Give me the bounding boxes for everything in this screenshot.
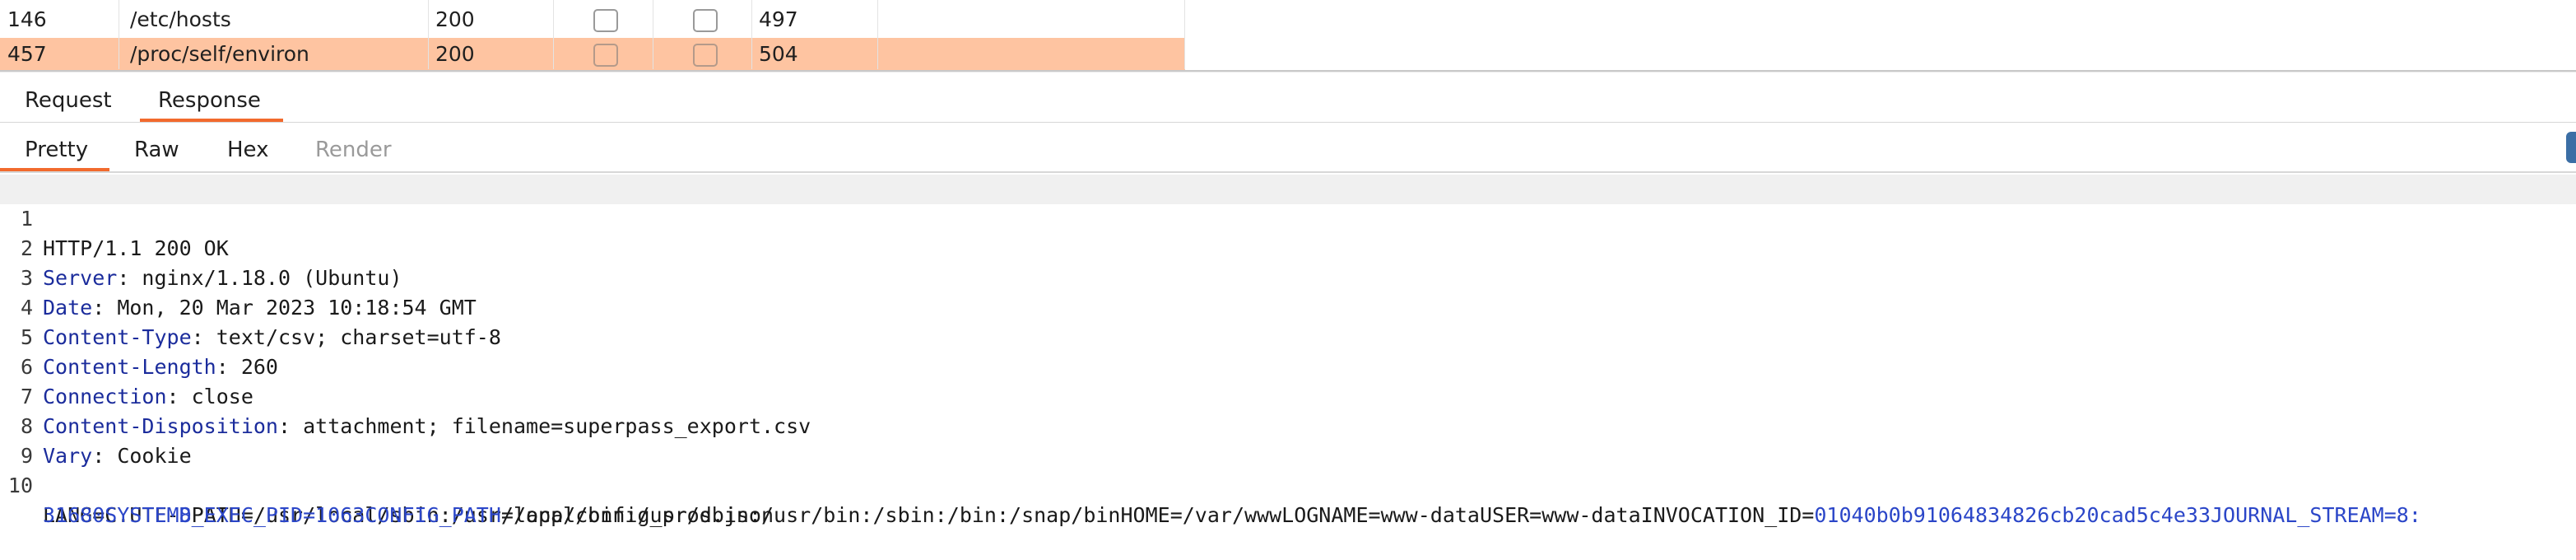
editor-line: 5 Content-Length: 260	[0, 293, 2576, 379]
body-text: =/app/config_prod.json	[500, 503, 774, 527]
header-name: Content-Disposition	[43, 414, 278, 438]
editor-line: 8 Vary: Cookie	[0, 382, 2576, 468]
header-separator: :	[92, 296, 118, 320]
tab-pretty[interactable]: Pretty	[25, 138, 89, 162]
view-tabs-separator	[0, 171, 2576, 173]
header-separator: :	[216, 355, 241, 379]
tab-response[interactable]: Response	[158, 88, 261, 113]
tab-render[interactable]: Render	[315, 138, 392, 162]
row-payload: /etc/hosts	[130, 7, 231, 31]
tab-pretty-underline	[0, 168, 109, 171]
line-number: 5	[20, 325, 33, 349]
message-tabs: Request Response	[0, 79, 2576, 122]
line-number: 1	[20, 207, 33, 231]
header-separator: :	[277, 414, 304, 438]
editor-line: 4 Content-Type: text/csv; charset=utf-8	[0, 264, 2576, 349]
row-id: 146	[7, 7, 47, 31]
status-line: HTTP/1.1 200 OK	[43, 236, 229, 260]
editor-line: 10 LANG=C.UTF-8PATH=/usr/local/sbin:/usr…	[0, 441, 2576, 527]
header-separator: :	[92, 444, 118, 468]
body-text: LANG=C.UTF-	[43, 503, 179, 527]
column-divider	[428, 0, 429, 69]
error-checkbox[interactable]	[593, 44, 618, 67]
editor-line-wrapped: 31680SYSTEMD_EXEC_PID=1063CONFIG_PATH=/a…	[0, 471, 2576, 527]
body-number: 01040b0b91064834826cb20cad5c4e33JOURNAL_…	[1814, 503, 2421, 527]
tab-request[interactable]: Request	[25, 88, 112, 113]
header-separator: :	[166, 385, 192, 408]
header-value: close	[191, 385, 253, 408]
header-name: Content-Type	[43, 325, 192, 349]
line-number: 8	[20, 414, 33, 438]
line-number: 6	[20, 355, 33, 379]
line-number: 9	[20, 444, 33, 468]
row-id: 457	[7, 42, 47, 66]
header-value: text/csv; charset=utf-8	[216, 325, 501, 349]
header-name: Date	[43, 296, 93, 320]
column-divider	[751, 0, 752, 69]
editor-line: 2 Server: nginx/1.18.0 (Ubuntu)	[0, 204, 2576, 290]
table-row-selected[interactable]: 457 /proc/self/environ 200 504	[0, 38, 1185, 71]
editor-line: 1 HTTP/1.1 200 OK	[0, 175, 2576, 260]
column-divider	[1184, 0, 1185, 69]
editor-line: 9	[0, 412, 2576, 468]
timeout-checkbox[interactable]	[693, 44, 718, 67]
results-table: 146 /etc/hosts 200 497 457 /proc/self/en…	[0, 0, 1185, 71]
header-name: Connection	[43, 385, 167, 408]
body-number: 31680SYSTEMD_EXEC_PID=1063CONFIG_PATH	[43, 503, 501, 527]
tabs-separator	[0, 122, 2576, 123]
table-row[interactable]: 146 /etc/hosts 200 497	[0, 3, 1185, 36]
side-panel-toggle[interactable]	[2566, 132, 2576, 163]
header-name: Content-Length	[43, 355, 216, 379]
row-status: 200	[435, 7, 475, 31]
header-separator: :	[191, 325, 216, 349]
tab-hex[interactable]: Hex	[227, 138, 269, 162]
header-value: 260	[240, 355, 278, 379]
editor-line: 6 Connection: close	[0, 323, 2576, 408]
line-number: 2	[20, 236, 33, 260]
error-checkbox[interactable]	[593, 9, 618, 32]
editor-line: 7 Content-Disposition: attachment; filen…	[0, 352, 2576, 438]
tab-response-underline	[140, 119, 283, 122]
header-name: Server	[43, 266, 118, 290]
line-number: 10	[7, 474, 33, 497]
timeout-checkbox[interactable]	[693, 9, 718, 32]
view-tabs: Pretty Raw Hex Render	[0, 128, 2576, 171]
row-length: 504	[759, 42, 798, 66]
row-length: 497	[759, 7, 798, 31]
pane-splitter[interactable]	[0, 70, 2576, 72]
header-value: Cookie	[117, 444, 192, 468]
body-text: PATH=/usr/local/sbin:/usr/local/bin:/usr…	[191, 503, 1815, 527]
column-divider	[877, 0, 878, 69]
header-value: nginx/1.18.0 (Ubuntu)	[142, 266, 402, 290]
header-separator: :	[117, 266, 142, 290]
line-number: 4	[20, 296, 33, 320]
row-payload: /proc/self/environ	[130, 42, 309, 66]
line-number: 3	[20, 266, 33, 290]
editor-line: 3 Date: Mon, 20 Mar 2023 10:18:54 GMT	[0, 234, 2576, 320]
tab-raw[interactable]: Raw	[134, 138, 179, 162]
response-editor[interactable]: 1 HTTP/1.1 200 OK 2 Server: nginx/1.18.0…	[0, 175, 2576, 542]
body-number: 8	[179, 503, 192, 527]
header-value: attachment; filename=superpass_export.cs…	[303, 414, 811, 438]
header-value: Mon, 20 Mar 2023 10:18:54 GMT	[117, 296, 477, 320]
row-status: 200	[435, 42, 475, 66]
column-divider	[553, 0, 554, 69]
header-name: Vary	[43, 444, 93, 468]
line-number: 7	[20, 385, 33, 408]
